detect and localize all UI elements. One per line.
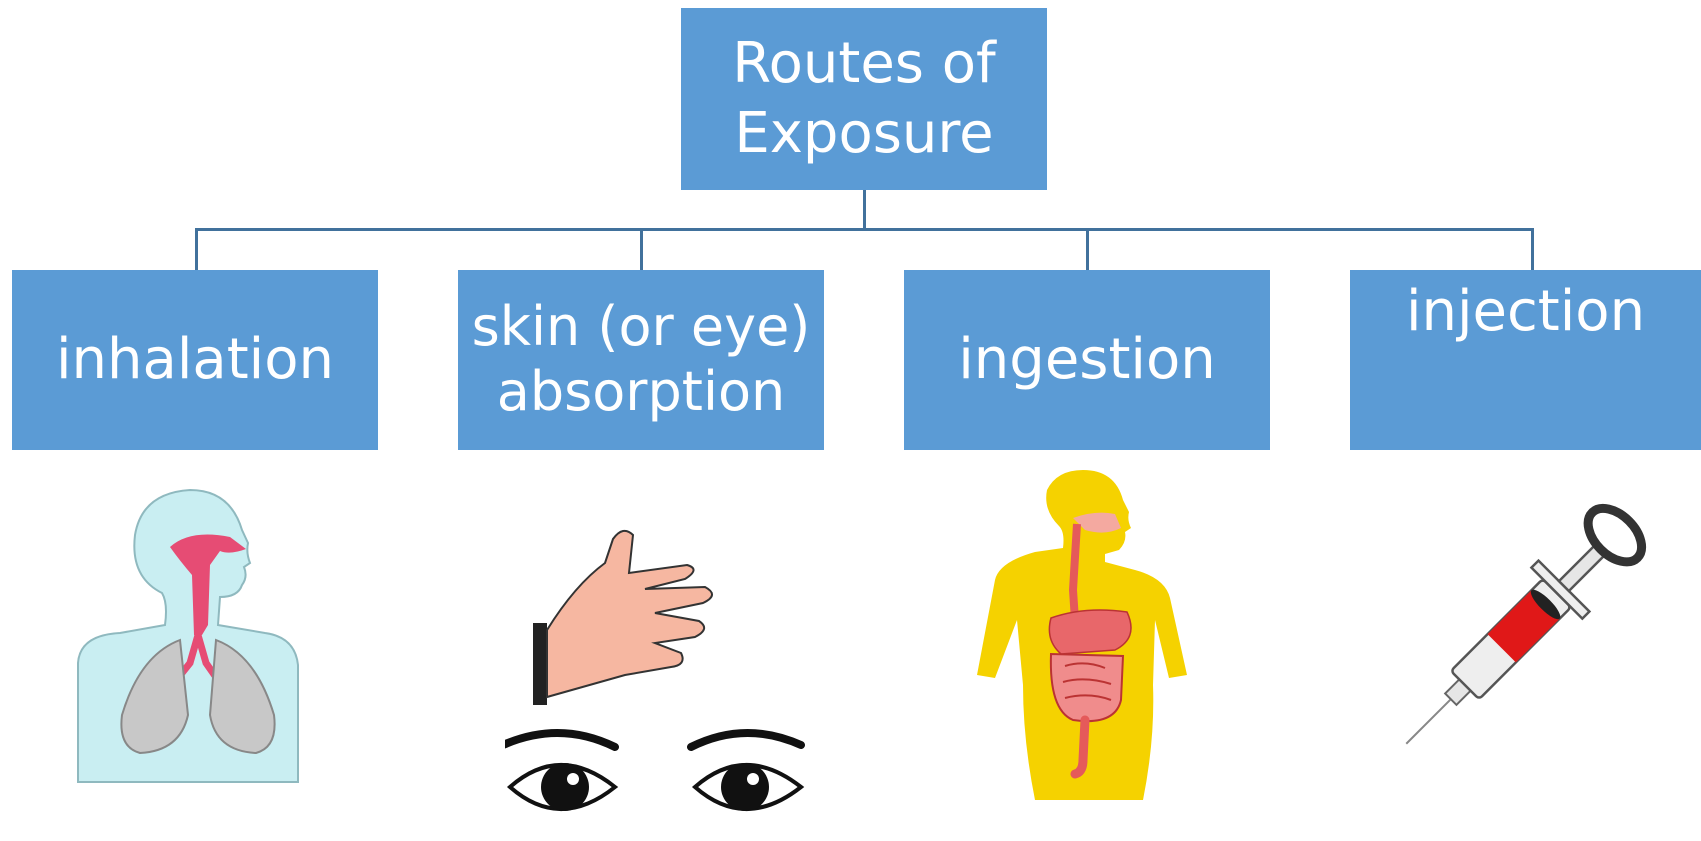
node-inhalation: inhalation	[12, 270, 378, 450]
respiratory-system-icon	[70, 485, 305, 785]
node-ingestion: ingestion	[904, 270, 1270, 450]
node-injection: injection	[1350, 270, 1701, 450]
hand-and-eyes-icon	[505, 525, 815, 841]
node-skin-label-line1: skin (or eye)	[472, 295, 811, 360]
connector-inhalation	[195, 228, 198, 270]
node-injection-label: injection	[1406, 278, 1645, 345]
node-skin-absorption: skin (or eye) absorption	[458, 270, 824, 450]
connector-root-stem	[863, 190, 866, 228]
connector-injection	[1531, 228, 1534, 270]
root-title-line2: Exposure	[734, 99, 993, 169]
root-node: Routes of Exposure	[681, 8, 1047, 190]
connector-skin	[640, 228, 643, 270]
node-inhalation-label: inhalation	[56, 326, 334, 393]
connector-ingestion	[1086, 228, 1089, 270]
digestive-system-icon	[965, 470, 1200, 810]
root-title-line1: Routes of	[732, 29, 996, 99]
node-ingestion-label: ingestion	[958, 326, 1216, 393]
connector-horizontal	[195, 228, 1534, 231]
syringe-icon	[1380, 480, 1680, 760]
node-skin-label-line2: absorption	[497, 360, 785, 425]
